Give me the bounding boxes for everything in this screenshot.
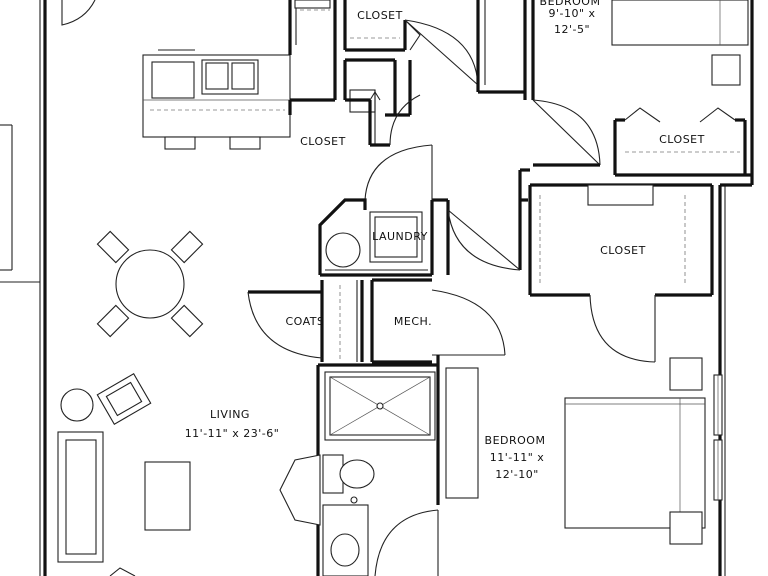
bedroom-bottom-furniture — [445, 357, 706, 545]
windows-right — [713, 374, 723, 501]
kitchen-counter — [142, 49, 291, 150]
bedroom-name: BEDROOM — [485, 434, 546, 447]
living-name: LIVING — [210, 408, 250, 421]
entry-door-swing — [61, 0, 96, 26]
living-dimension: 11'-11" x 23'-6" — [185, 427, 280, 440]
coats-walls — [247, 280, 364, 362]
closet-top-walls — [343, 0, 421, 52]
laundry-walls — [318, 198, 432, 277]
bedroom-dimension-1: 11'-11" x — [490, 451, 545, 464]
coats-label: COATS — [285, 315, 324, 328]
bedroom-top-name: BEDROOM — [540, 0, 601, 8]
hall-walls — [364, 144, 530, 275]
bathroom — [316, 355, 440, 576]
closet-top-label: CLOSET — [357, 9, 403, 22]
laundry-label: LAUNDRY — [372, 230, 428, 243]
closet-mid-walls — [528, 183, 714, 363]
closet-right-label: CLOSET — [659, 133, 705, 146]
kitchen-walls — [288, 0, 337, 115]
bedroom-dimension-2: 12'-10" — [495, 468, 539, 481]
closet-hall-label: CLOSET — [300, 135, 346, 148]
closet-right-walls — [613, 107, 752, 177]
bedroom-top-dimension-2: 12'-5" — [554, 23, 590, 36]
mech-label: MECH. — [394, 315, 432, 328]
closet-hall-walls — [343, 58, 421, 147]
living-furniture — [57, 373, 321, 576]
closet-mid-label: CLOSET — [600, 244, 646, 257]
mech-walls — [370, 278, 506, 364]
bedroom-top-dimension-1: 9'-10" x — [548, 7, 595, 20]
dining-table — [96, 230, 204, 338]
bedroom-top-walls — [476, 0, 749, 167]
